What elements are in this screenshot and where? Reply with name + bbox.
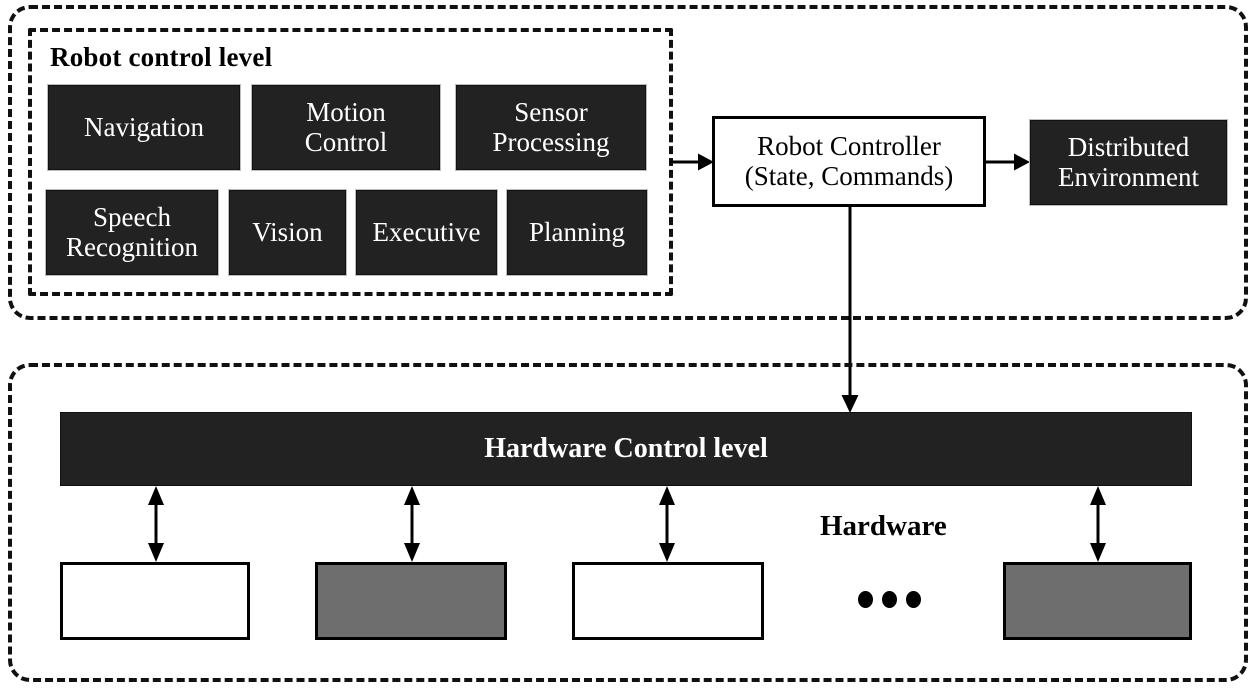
arrow-control-level-to-controller — [670, 153, 714, 171]
block-planning-label: Planning — [528, 216, 625, 247]
hardware-section-outer-border — [8, 363, 1248, 682]
block-sensor-processing[interactable]: Sensor Processing — [456, 85, 646, 170]
block-navigation-label: Navigation — [84, 111, 204, 142]
block-speech-recognition-label-line1: Speech — [93, 202, 171, 233]
robot-control-level-title: Robot control level — [50, 42, 273, 72]
block-motion-control[interactable]: Motion Control — [252, 85, 440, 170]
block-sensor-processing-label-line1: Sensor — [514, 97, 588, 128]
hardware-device-1[interactable] — [60, 562, 250, 640]
hardware-control-level-bar[interactable]: Hardware Control level — [60, 412, 1192, 486]
block-planning[interactable]: Planning — [507, 190, 647, 275]
block-robot-controller-label-line1: Robot Controller — [757, 131, 941, 162]
block-vision-label: Vision — [252, 216, 323, 247]
arrow-bar-to-hardware-device-4 — [1090, 486, 1106, 562]
robot-control-section-outer-border — [8, 5, 1248, 320]
arrow-bar-to-hardware-device-1 — [148, 486, 164, 562]
hardware-device-4[interactable] — [1003, 562, 1192, 640]
arrow-controller-to-distributed-environment — [986, 153, 1030, 171]
hardware-label: Hardware — [820, 510, 947, 542]
arrow-bar-to-hardware-device-2 — [404, 486, 420, 562]
block-distributed-environment-label-line1: Distributed — [1067, 132, 1190, 163]
block-distributed-environment-label-line2: Environment — [1058, 161, 1199, 192]
hardware-devices-ellipsis — [858, 591, 921, 608]
block-speech-recognition-label-line2: Recognition — [66, 231, 198, 262]
block-vision[interactable]: Vision — [229, 190, 346, 275]
block-executive-label: Executive — [372, 216, 481, 247]
block-executive[interactable]: Executive — [356, 190, 497, 275]
block-robot-controller-label-line2: (State, Commands) — [744, 160, 954, 191]
hardware-device-3[interactable] — [572, 562, 764, 640]
block-sensor-processing-label-line2: Processing — [492, 126, 610, 157]
block-robot-controller[interactable]: Robot Controller (State, Commands) — [712, 116, 986, 207]
arrow-bar-to-hardware-device-3 — [659, 486, 675, 562]
block-speech-recognition[interactable]: Speech Recognition — [46, 190, 218, 275]
ellipsis-dot-2 — [882, 591, 897, 608]
block-navigation[interactable]: Navigation — [48, 85, 240, 170]
block-motion-control-label-line1: Motion — [306, 97, 386, 128]
block-motion-control-label-line2: Control — [304, 126, 388, 157]
hardware-control-level-bar-label: Hardware Control level — [484, 432, 768, 464]
hardware-device-2[interactable] — [315, 562, 507, 640]
block-distributed-environment[interactable]: Distributed Environment — [1030, 120, 1227, 205]
ellipsis-dot-3 — [906, 591, 921, 608]
ellipsis-dot-1 — [858, 591, 873, 608]
